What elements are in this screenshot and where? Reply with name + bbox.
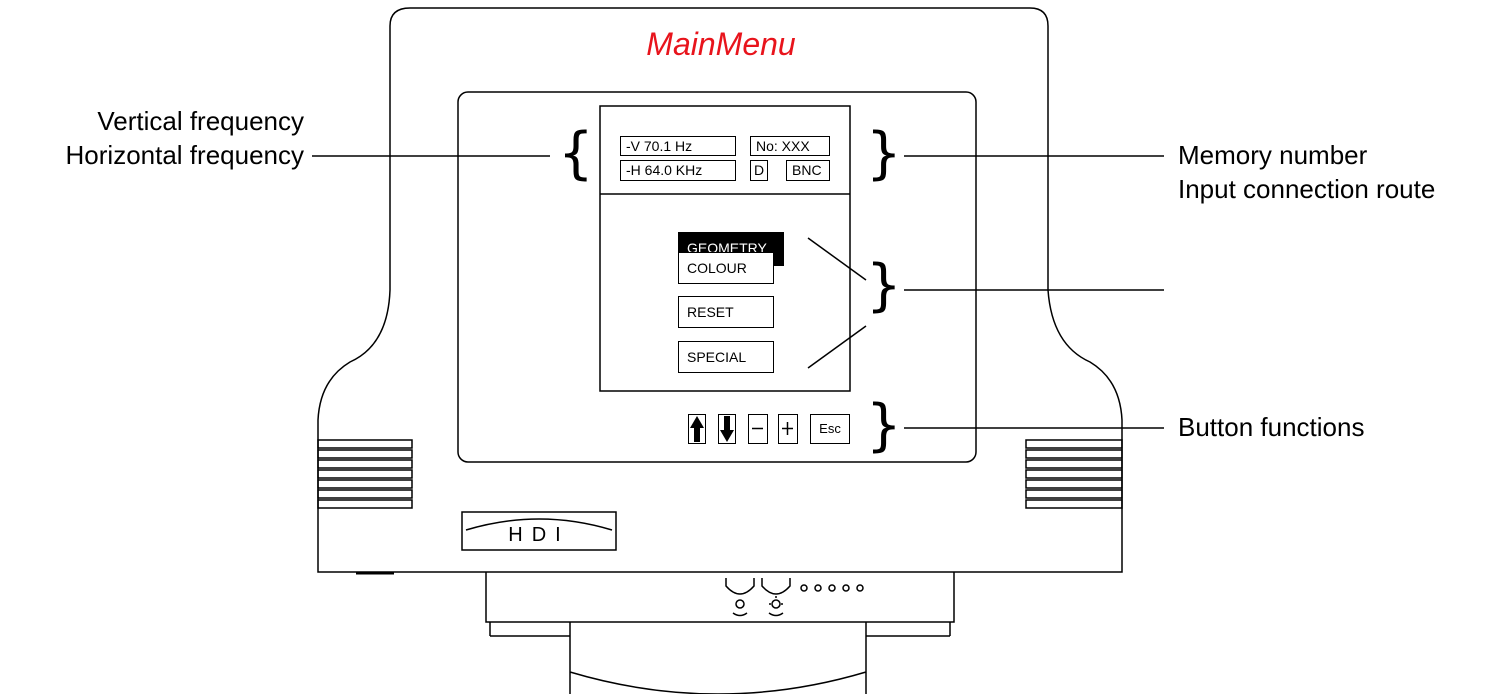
pointer-line-upper [807,237,867,281]
menu-item-special[interactable]: SPECIAL [678,341,774,373]
label-horizontal-frequency: Horizontal frequency [65,140,304,170]
label-vertical-frequency: Vertical frequency [97,106,304,136]
stand-base [569,622,867,694]
plus-icon [782,422,793,435]
brand-logo-text: HDI [508,524,570,546]
arrow-down-glyph [720,416,734,442]
contrast-knob [725,578,755,595]
pointer-line-lower [807,325,867,369]
h-frequency-readout: -H 64.0 KHz [620,160,736,181]
minus-icon [752,427,763,430]
button-glyphs [690,416,734,442]
stand-neck [485,572,955,623]
label-memory-number: Memory number [1178,140,1368,170]
menu-item-reset[interactable]: RESET [678,296,774,328]
esc-button[interactable]: Esc [810,414,850,444]
right-brace-menu: } [866,253,902,318]
minus-button[interactable] [748,414,768,444]
input-d-indicator: D [750,160,768,181]
arrow-up-glyph [690,416,704,442]
label-input-connection-route: Input connection route [1178,174,1436,204]
osd-panel [599,105,851,392]
arrow-down-button[interactable] [718,414,736,444]
menu-title: MainMenu [646,26,796,62]
left-brace-frequency: { [558,121,594,186]
right-brace-memory: } [866,121,902,186]
label-button-functions: Button functions [1178,412,1365,442]
input-bnc-indicator: BNC [786,160,830,181]
right-brace-buttons: } [866,393,902,458]
plus-button[interactable] [778,414,798,444]
left-vent-grille [317,439,413,509]
brightness-knob [761,578,791,595]
screen-bezel [457,91,977,463]
right-vent-grille [1025,439,1123,509]
memory-number-readout: No: XXX [750,136,830,156]
arrow-up-button[interactable] [688,414,706,444]
v-frequency-readout: -V 70.1 Hz [620,136,736,156]
brand-plate [461,511,617,551]
menu-item-colour[interactable]: COLOUR [678,252,774,284]
